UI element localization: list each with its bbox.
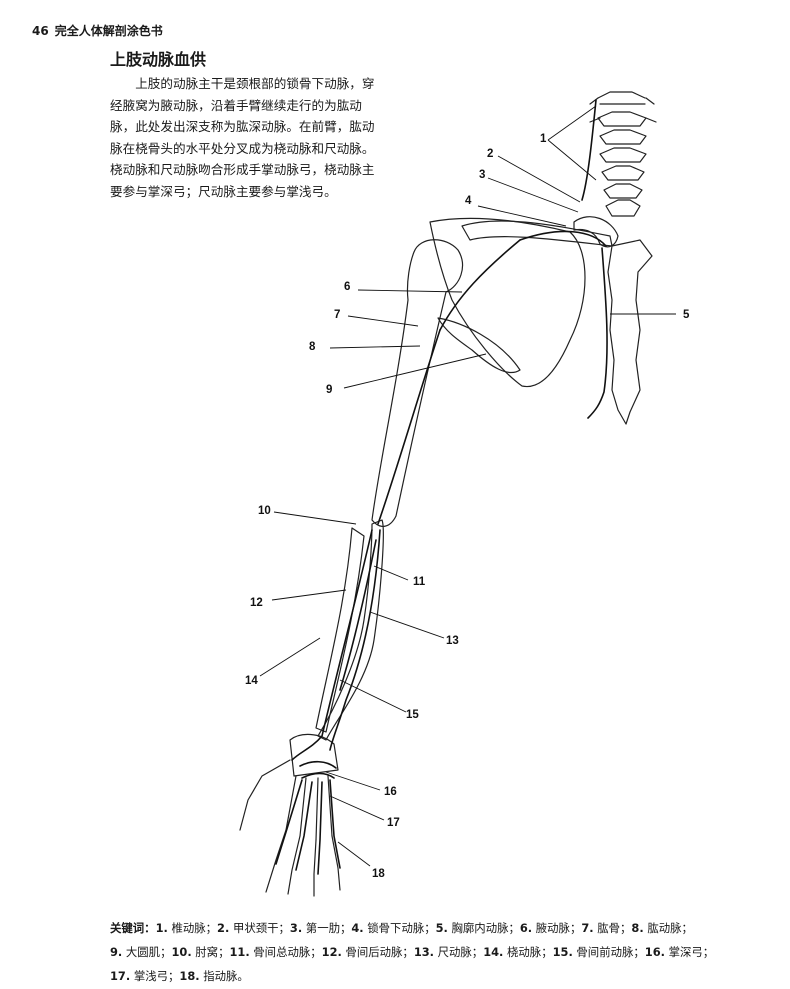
radius <box>315 527 365 733</box>
key-term: 骨间前动脉； <box>576 945 645 959</box>
key-term: 肱骨； <box>597 921 632 935</box>
brachial-artery <box>377 329 441 525</box>
ulnar-artery <box>329 529 381 751</box>
key-num: 14. <box>483 945 504 959</box>
key-num: 7. <box>581 921 594 935</box>
palmar-arches <box>299 760 337 779</box>
key-num: 18. <box>179 969 200 983</box>
radial-artery <box>291 529 373 761</box>
label-18: 18 <box>372 868 385 880</box>
label-3: 3 <box>479 169 485 181</box>
book-title: 完全人体解剖涂色书 <box>54 24 163 38</box>
key-term: 掌深弓； <box>668 945 715 959</box>
label-4: 4 <box>465 195 472 207</box>
key-num: 3. <box>289 921 303 935</box>
clavicle <box>461 220 613 247</box>
first-rib <box>573 216 619 248</box>
key-num: 9. <box>110 945 123 959</box>
key-num: 11. <box>229 945 250 959</box>
section-title: 上肢动脉血供 <box>110 50 207 69</box>
label-15: 15 <box>406 709 419 721</box>
key-term: 指动脉。 <box>203 969 249 983</box>
key-num: 8. <box>631 921 644 935</box>
intro-paragraph: 上肢的动脉主干是颈根部的锁骨下动脉，穿经腋窝为腋动脉，沿着手臂继续走行的为肱动脉… <box>110 76 375 199</box>
key-term: 锁骨下动脉； <box>367 921 436 935</box>
key-term: 尺动脉； <box>437 945 484 959</box>
cervical-spine <box>589 91 657 217</box>
label-2: 2 <box>487 148 493 160</box>
page-header: 46 完全人体解剖涂色书 <box>32 22 163 39</box>
key-term: 第一肋； <box>305 921 352 935</box>
scapula <box>429 217 586 388</box>
key-term: 甲状颈干； <box>232 921 290 935</box>
key-num: 10. <box>171 945 192 959</box>
key-num: 12. <box>321 945 342 959</box>
label-9: 9 <box>326 384 332 396</box>
label-10: 10 <box>258 505 271 517</box>
label-8: 8 <box>309 341 316 353</box>
label-14: 14 <box>245 675 258 687</box>
hand-bones <box>239 733 341 897</box>
vertebral-artery <box>581 99 597 201</box>
sternum <box>607 239 653 425</box>
key-term: 骨间后动脉； <box>345 945 414 959</box>
key-legend: 关键词：1. 椎动脉；2. 甲状颈干；3. 第一肋；4. 锁骨下动脉；5. 胸廓… <box>110 916 750 988</box>
label-11: 11 <box>413 576 426 588</box>
label-5: 5 <box>683 309 690 321</box>
humerus <box>371 239 463 527</box>
key-num: 1. <box>155 921 168 935</box>
key-num: 5. <box>435 921 448 935</box>
key-num: 6. <box>519 921 533 935</box>
key-term: 桡动脉； <box>507 945 553 959</box>
teres-major <box>437 317 521 374</box>
ulna <box>317 519 384 741</box>
label-6: 6 <box>344 281 350 293</box>
key-num: 16. <box>644 945 665 959</box>
arm-artery-illustration: 1 2 3 4 5 6 7 8 9 10 11 12 13 14 15 16 1… <box>239 91 690 897</box>
label-12: 12 <box>250 597 263 609</box>
label-7: 7 <box>334 309 340 321</box>
key-num: 15. <box>552 945 573 959</box>
key-term: 大圆肌； <box>125 945 172 959</box>
key-term: 椎动脉； <box>171 921 218 935</box>
key-heading: 关键词： <box>110 921 156 935</box>
key-term: 肱动脉； <box>647 921 693 935</box>
label-1: 1 <box>540 133 547 145</box>
key-num: 4. <box>351 921 364 935</box>
axillary-artery <box>439 239 521 331</box>
page-number: 46 <box>32 24 49 38</box>
key-term: 骨间总动脉； <box>253 945 322 959</box>
digital-arteries <box>275 779 341 875</box>
interosseous-arteries <box>339 539 377 691</box>
key-num: 13. <box>413 945 434 959</box>
key-num: 17. <box>110 969 131 983</box>
key-term: 掌浅弓； <box>133 969 180 983</box>
key-term: 胸廓内动脉； <box>451 921 520 935</box>
key-term: 腋动脉； <box>535 921 582 935</box>
internal-thoracic-artery <box>587 247 608 419</box>
key-num: 2. <box>217 921 230 935</box>
subclavian-artery <box>519 230 607 247</box>
label-16: 16 <box>384 786 397 798</box>
label-17: 17 <box>387 817 400 829</box>
label-13: 13 <box>446 635 459 647</box>
key-term: 肘窝； <box>195 945 230 959</box>
